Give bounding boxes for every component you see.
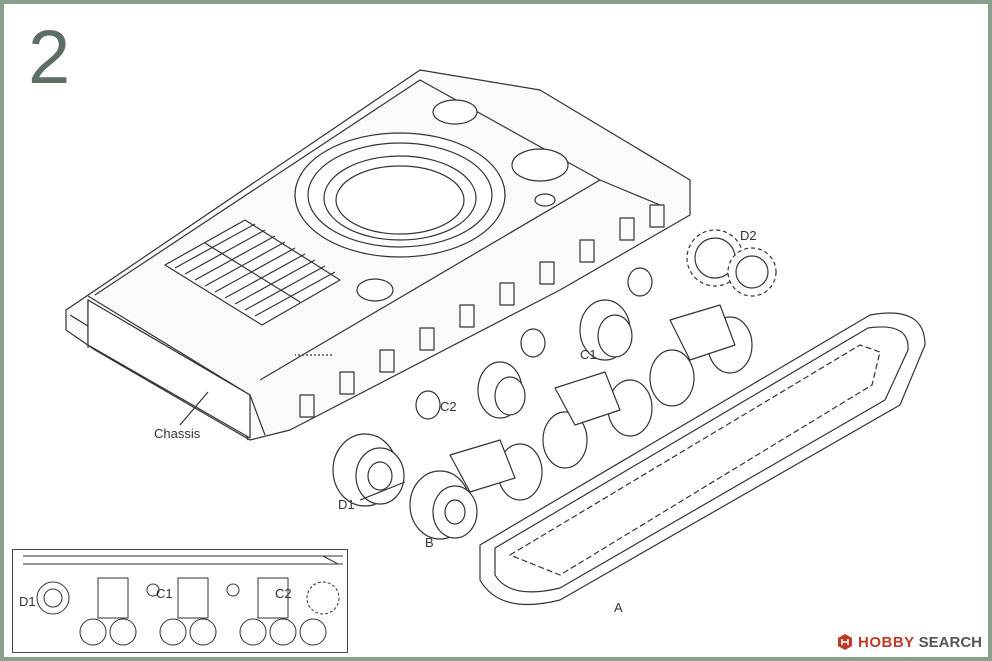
watermark-hobby: HOBBY — [858, 633, 915, 651]
return-rollers-c2 — [415, 267, 653, 420]
track-a — [479, 312, 926, 606]
label-d2: D2 — [740, 228, 757, 243]
suspension-brackets — [299, 204, 665, 418]
label-c1: C1 — [580, 347, 597, 362]
inset-label-c1: C1 — [156, 586, 173, 601]
inset-drawing — [23, 555, 343, 646]
road-wheels-c1 — [477, 299, 753, 501]
label-d1: D1 — [338, 497, 355, 512]
label-chassis: Chassis — [154, 426, 201, 441]
inset-label-d1: D1 — [19, 594, 36, 609]
label-a: A — [614, 600, 623, 615]
watermark-search: SEARCH — [918, 633, 983, 651]
sprocket-d2 — [686, 229, 777, 297]
drive-wheel-d1 — [332, 433, 405, 507]
label-c2: C2 — [440, 399, 457, 414]
bogie-units — [449, 304, 736, 493]
idler-wheel-b — [409, 470, 478, 540]
hobby-search-logo-icon — [838, 634, 852, 650]
inset-label-c2: C2 — [275, 586, 292, 601]
step-number: 2 — [28, 15, 71, 100]
label-b: B — [425, 535, 434, 550]
turret-ring — [294, 132, 506, 258]
watermark: HOBBY SEARCH — [836, 631, 982, 653]
inset-side-view: D1 C1 C2 — [12, 549, 348, 653]
engine-grille — [164, 219, 341, 326]
